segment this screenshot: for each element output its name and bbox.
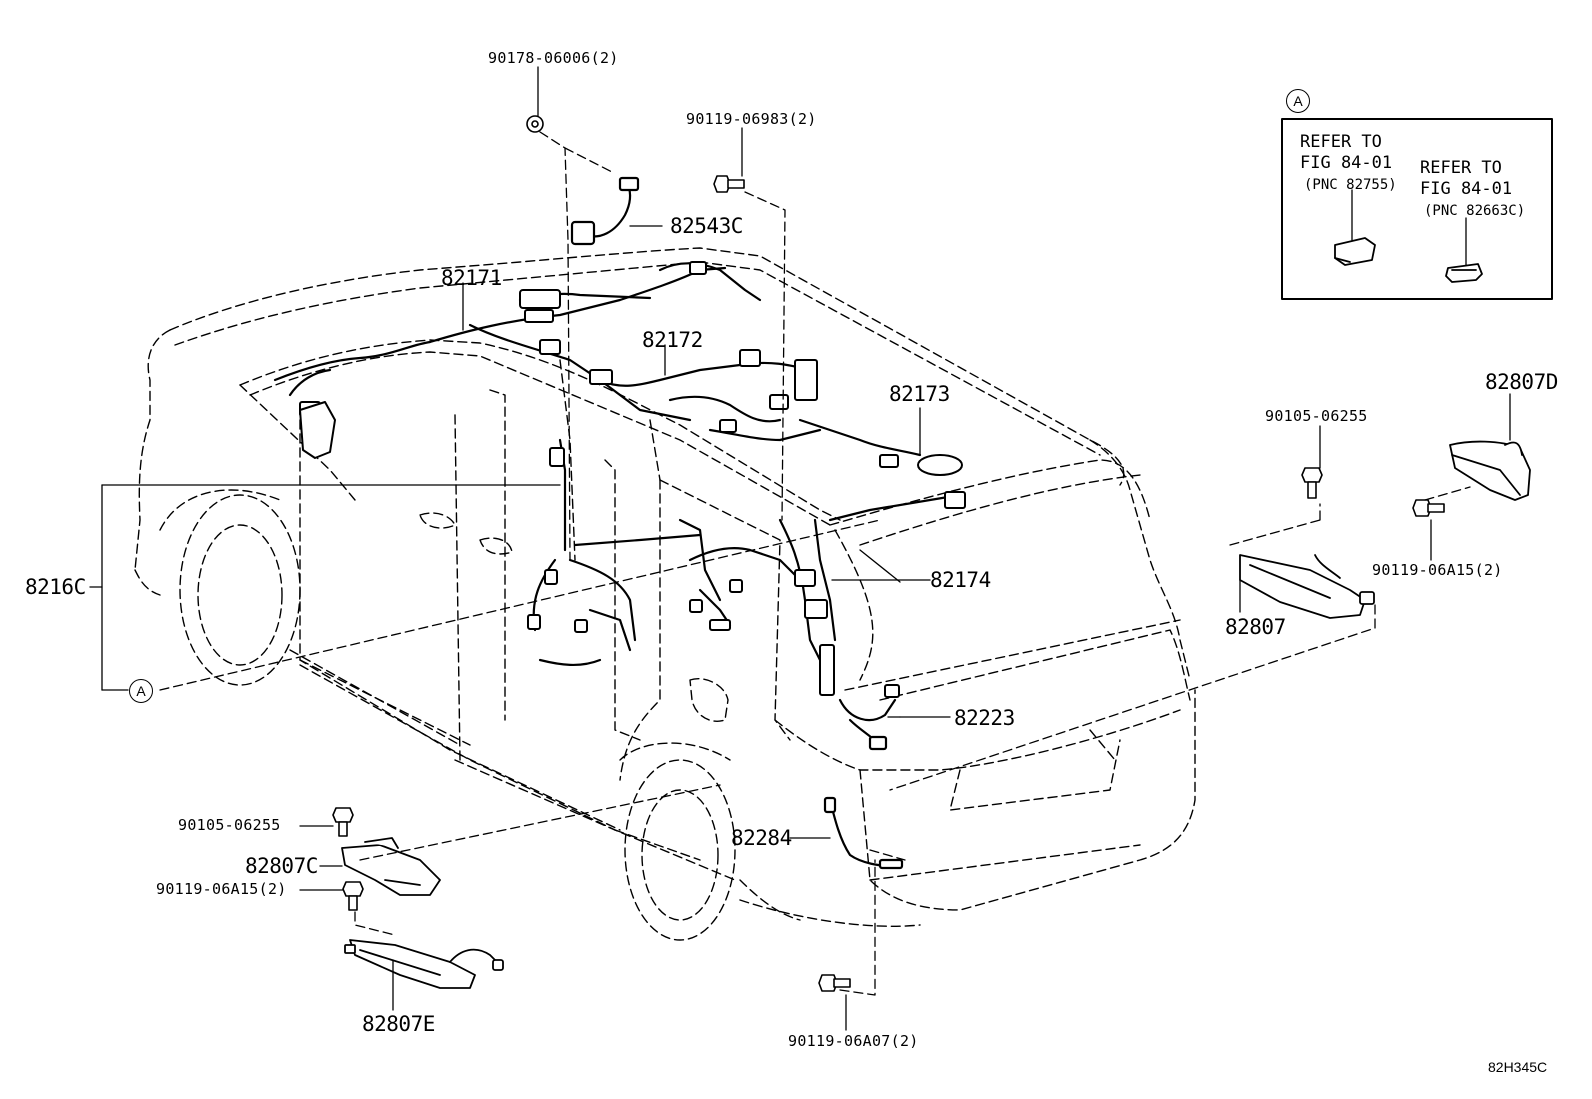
label-90178-06006: 90178-06006(2) xyxy=(488,49,619,67)
part-82807D-lamp xyxy=(1449,440,1531,501)
label-90119-06A15-left: 90119-06A15(2) xyxy=(156,880,287,898)
leader-lines xyxy=(89,66,1511,1031)
roof-wire-harness xyxy=(273,262,962,522)
label-82543C: 82543C xyxy=(670,214,743,238)
rear-wheel xyxy=(619,742,736,941)
bolt-90119-06A15-right xyxy=(1412,499,1445,517)
label-82174: 82174 xyxy=(930,568,991,592)
inset-refer2-pnc: (PNC 82663C) xyxy=(1424,203,1526,219)
inset-refer2-line1: REFER TO xyxy=(1420,158,1502,178)
figure-id: 82H345C xyxy=(1488,1059,1548,1075)
part-82543C-harness xyxy=(570,176,640,246)
part-82807E-lamp xyxy=(344,939,504,989)
label-82807: 82807 xyxy=(1225,615,1286,639)
clip-90178-06006 xyxy=(526,115,544,133)
inset-box xyxy=(1281,118,1553,300)
label-82807D: 82807D xyxy=(1485,370,1558,394)
inset-part-82663C xyxy=(1445,263,1483,283)
windshield-module xyxy=(299,401,336,459)
label-8216C: 8216C xyxy=(25,575,86,599)
inset-refer2-line2: FIG 84-01 xyxy=(1420,179,1513,199)
label-82807C: 82807C xyxy=(245,854,318,878)
inset-part-82755 xyxy=(1334,237,1376,266)
screw-90105-06255-left xyxy=(332,807,354,837)
part-82807C-lamp xyxy=(341,837,441,896)
label-82807E: 82807E xyxy=(362,1012,435,1036)
side-wire-harness xyxy=(532,438,837,666)
label-82171: 82171 xyxy=(441,266,502,290)
label-90105-06255-right: 90105-06255 xyxy=(1265,407,1368,425)
label-90119-06983: 90119-06983(2) xyxy=(686,110,817,128)
label-82172: 82172 xyxy=(642,328,703,352)
inset-refer1-line2: FIG 84-01 xyxy=(1300,153,1393,173)
callout-A-vehicle: A xyxy=(129,679,153,703)
inset-refer1-line1: REFER TO xyxy=(1300,132,1382,152)
back-door-harness xyxy=(838,698,897,751)
rear-bumper-harness xyxy=(823,796,904,870)
bolt-90119-06A15-left xyxy=(342,881,364,911)
label-90105-06255-left: 90105-06255 xyxy=(178,816,281,834)
vehicle-body-outline xyxy=(134,247,1196,927)
label-82284: 82284 xyxy=(731,826,792,850)
part-82807-lamp xyxy=(1239,554,1375,619)
bolt-90119-06A07 xyxy=(818,974,851,992)
label-90119-06A07: 90119-06A07(2) xyxy=(788,1032,919,1050)
side-harness-connectors xyxy=(527,447,900,698)
label-82173: 82173 xyxy=(889,382,950,406)
inset-refer1-pnc: (PNC 82755) xyxy=(1304,177,1397,193)
screw-90105-06255-right xyxy=(1301,467,1323,499)
label-90119-06A15-right: 90119-06A15(2) xyxy=(1372,561,1503,579)
callout-A-inset: A xyxy=(1286,89,1310,113)
assembly-lines xyxy=(159,131,1471,996)
bolt-90119-06983 xyxy=(713,175,745,193)
label-82223: 82223 xyxy=(954,706,1015,730)
front-wheel xyxy=(159,489,301,686)
